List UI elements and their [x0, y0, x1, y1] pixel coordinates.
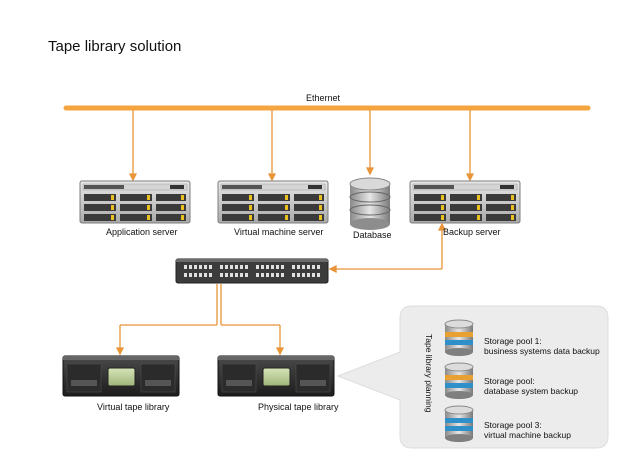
storage-pool-1-icon — [444, 319, 474, 356]
database-label: Database — [353, 230, 392, 240]
storage-pool-2-icon — [444, 362, 474, 399]
physical-tape-library-icon — [217, 355, 335, 397]
backup-server-label: Backup server — [443, 227, 501, 237]
storage-pool-3-icon — [444, 405, 474, 442]
ethernet-drops — [128, 110, 475, 182]
storage-pool-1-desc: business systems data backup — [484, 346, 600, 356]
storage-pool-1-title: Storage pool 1: — [484, 336, 542, 346]
database-icon — [349, 177, 391, 230]
virtual-tape-library-icon — [62, 355, 180, 397]
backup-to-switch-connector — [328, 222, 447, 274]
storage-pool-2-text: Storage pool: database system backup — [484, 376, 578, 396]
physical-tape-library-label: Physical tape library — [258, 402, 339, 412]
storage-pool-2-title: Storage pool: — [484, 376, 535, 386]
backup-server-icon — [409, 180, 521, 224]
vm-server-label: Virtual machine server — [234, 227, 324, 237]
storage-pool-3-title: Storage pool 3: — [484, 420, 542, 430]
storage-pool-3-desc: virtual machine backup — [484, 430, 571, 440]
switch-to-tape-connectors — [115, 284, 285, 356]
ethernet-label: Ethernet — [306, 93, 341, 103]
network-switch-icon — [175, 258, 329, 284]
application-server-label: Application server — [106, 227, 178, 237]
storage-pool-1-text: Storage pool 1: business systems data ba… — [484, 336, 600, 356]
tape-library-planning-label: Tape library planning — [424, 334, 434, 413]
vm-server-icon — [217, 180, 329, 224]
storage-pool-2-desc: database system backup — [484, 386, 579, 396]
application-server-icon — [79, 180, 191, 224]
virtual-tape-library-label: Virtual tape library — [97, 402, 170, 412]
page-title: Tape library solution — [48, 38, 182, 55]
storage-pool-3-text: Storage pool 3: virtual machine backup — [484, 420, 571, 440]
